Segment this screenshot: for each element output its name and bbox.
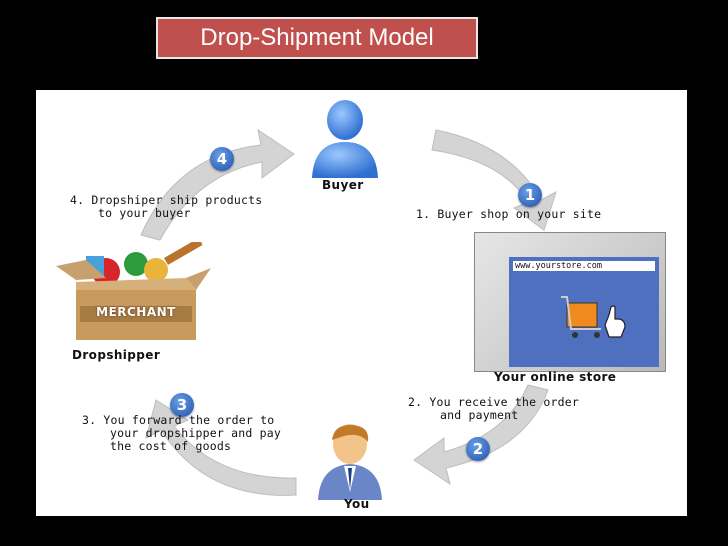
step-2-badge: 2 xyxy=(466,437,490,461)
arrow-step-4 xyxy=(141,130,294,240)
step-2-text-line2: and payment xyxy=(440,409,518,422)
you-person-icon xyxy=(314,422,388,500)
buyer-person-icon xyxy=(306,98,384,180)
online-store-label: Your online store xyxy=(494,371,616,384)
online-store-monitor-icon: www.yourstore.com xyxy=(474,232,666,372)
step-1-text: 1. Buyer shop on your site xyxy=(416,208,601,221)
step-1-badge: 1 xyxy=(518,183,542,207)
step-3-text-line3: the cost of goods xyxy=(110,440,231,453)
step-4-text-line2: to your buyer xyxy=(98,207,191,220)
shopping-cart-icon xyxy=(559,289,639,359)
store-url: www.yourstore.com xyxy=(513,261,655,271)
you-label: You xyxy=(344,498,370,511)
merchant-box-label: MERCHANT xyxy=(80,305,192,319)
monitor-screen: www.yourstore.com xyxy=(509,257,659,367)
diagram-title: Drop-Shipment Model xyxy=(156,17,478,59)
step-4-badge: 4 xyxy=(210,147,234,171)
dropshipper-label: Dropshipper xyxy=(72,349,160,362)
merchant-box-icon xyxy=(46,242,216,342)
buyer-label: Buyer xyxy=(322,179,364,192)
diagram-panel: Buyer 1 1. Buyer shop on your site www.y… xyxy=(36,90,687,516)
